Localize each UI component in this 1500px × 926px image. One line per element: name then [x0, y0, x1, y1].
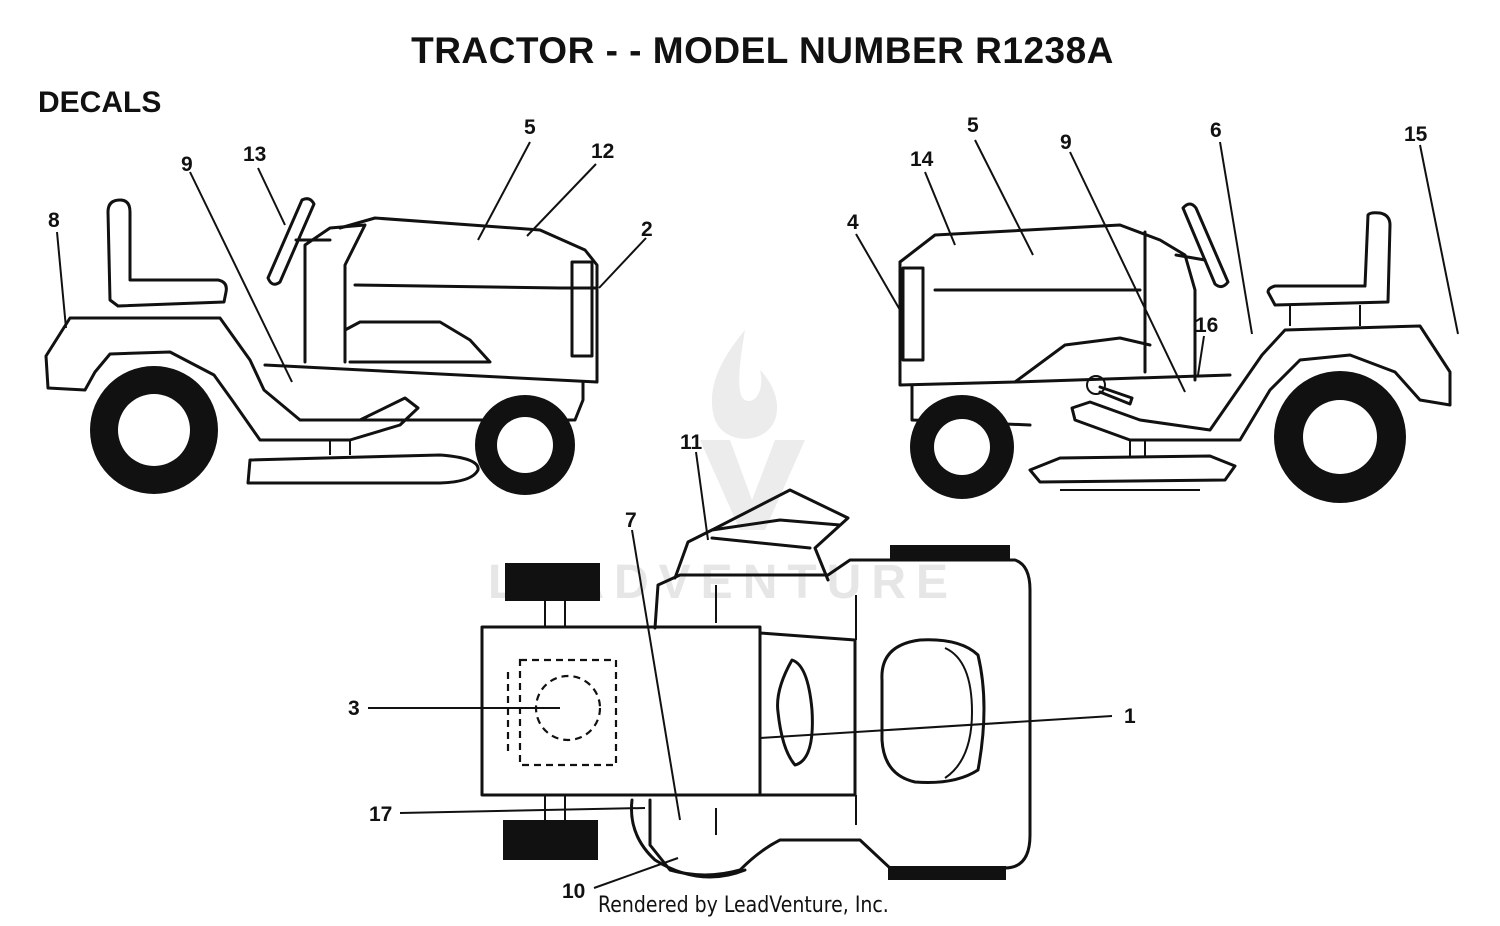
- callout-3-top: 3: [348, 697, 360, 720]
- callout-16-right: 16: [1195, 314, 1219, 337]
- callout-10-top: 10: [562, 880, 586, 903]
- page-title: TRACTOR - - MODEL NUMBER R1238A: [411, 30, 1114, 71]
- callout-9-right: 9: [1060, 131, 1072, 154]
- callout-5-right: 5: [967, 114, 979, 137]
- callout-14-right: 14: [910, 148, 934, 171]
- callout-11-top: 11: [680, 431, 703, 454]
- render-credit: Rendered by LeadVenture, Inc.: [598, 893, 889, 918]
- callout-1-top: 1: [1124, 705, 1136, 728]
- callout-9-left: 9: [181, 153, 193, 176]
- callout-4-right: 4: [847, 211, 859, 234]
- callout-15-right: 15: [1404, 123, 1428, 146]
- right-side-view: [855, 139, 1459, 503]
- callout-5-left: 5: [524, 116, 536, 139]
- section-title: DECALS: [38, 86, 162, 119]
- callout-6-right: 6: [1210, 119, 1222, 142]
- callout-2-left: 2: [641, 218, 653, 241]
- callout-13-left: 13: [243, 143, 267, 166]
- flame-v-logo: [700, 330, 805, 530]
- callout-17-top: 17: [369, 803, 393, 826]
- callout-8-left: 8: [48, 209, 60, 232]
- top-view: [368, 451, 1113, 889]
- callout-12-left: 12: [591, 140, 615, 163]
- callout-7-top: 7: [625, 509, 637, 532]
- left-side-view: [44, 141, 647, 495]
